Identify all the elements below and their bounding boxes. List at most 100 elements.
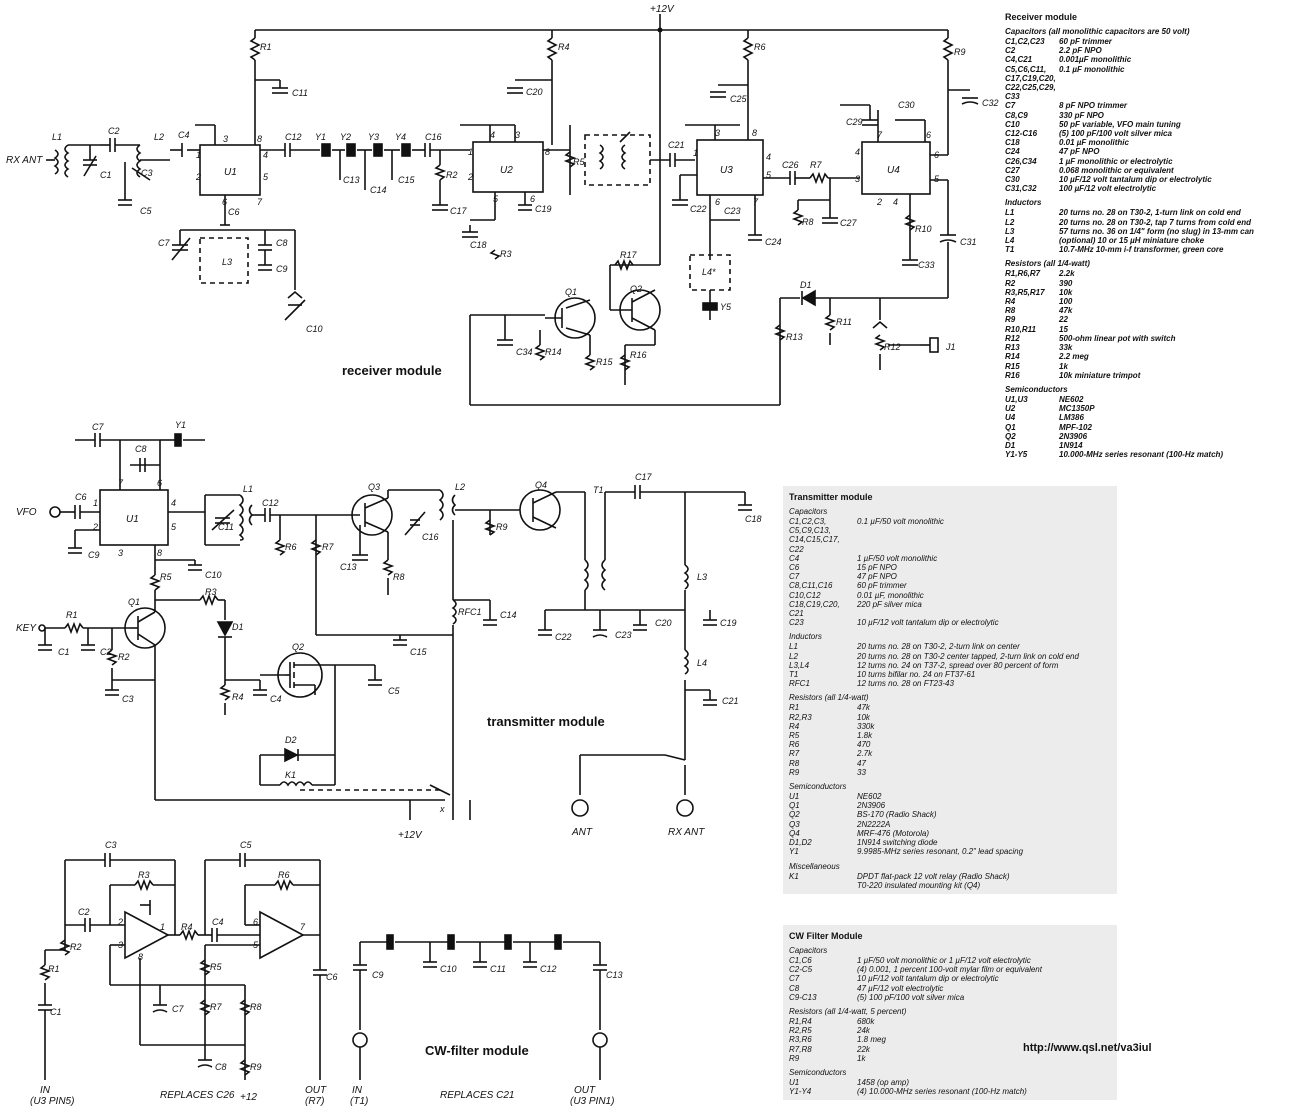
part-value: 390: [1059, 278, 1073, 288]
svg-text:C14: C14: [500, 610, 517, 620]
part-value: 2N3906: [1059, 431, 1088, 441]
parts-row: C4 1 µF/50 volt monolithic: [789, 554, 1111, 563]
part-designator: D1,D2: [789, 838, 812, 848]
svg-text:3: 3: [715, 128, 720, 138]
part-value: 330k: [857, 721, 875, 731]
part-designator: C4: [789, 553, 800, 563]
svg-text:C34: C34: [516, 347, 533, 357]
part-value: BS-170 (Radio Shack): [857, 810, 937, 820]
part-value: 2.2 pF NPO: [1059, 46, 1102, 56]
parts-row: C14,C15,C17,: [789, 535, 1111, 544]
svg-text:K1: K1: [285, 770, 296, 780]
svg-text:C7: C7: [158, 238, 170, 248]
svg-text:R10: R10: [915, 224, 932, 234]
svg-text:C6: C6: [75, 492, 87, 502]
svg-text:4: 4: [263, 150, 268, 160]
svg-text:R8: R8: [250, 1002, 262, 1012]
tx-supply-label: +12V: [398, 830, 423, 841]
svg-text:3: 3: [118, 548, 123, 558]
part-value: 12 turns no. 28 on FT23-43: [857, 679, 954, 689]
part-value: 330 pF NPO: [1059, 110, 1104, 120]
svg-text:C18: C18: [470, 240, 487, 250]
svg-text:C4: C4: [270, 694, 282, 704]
svg-text:C24: C24: [765, 237, 782, 247]
svg-text:R3: R3: [205, 587, 217, 597]
part-designator: C12-C16: [1005, 129, 1038, 139]
svg-text:C3: C3: [105, 840, 117, 850]
part-designator: C8,C11,C16: [789, 581, 833, 591]
svg-text:C20: C20: [655, 618, 672, 628]
part-designator: R7,R8: [789, 1044, 812, 1054]
part-designator: C1,C6: [789, 956, 812, 965]
svg-text:2: 2: [195, 172, 201, 182]
svg-text:Q1: Q1: [565, 287, 577, 297]
parts-section-heading: Semiconductors: [1005, 384, 1068, 394]
part-value: 10.000-MHz series resonant (100-Hz match…: [1059, 450, 1224, 460]
svg-text:L4: L4: [697, 658, 707, 668]
part-designator: R3,R6: [789, 1035, 812, 1045]
part-value: [1059, 92, 1283, 101]
part-value: 1 µF/50 volt monolithic: [857, 553, 938, 563]
svg-text:R9: R9: [496, 522, 508, 532]
part-value: 33k: [1059, 343, 1073, 353]
svg-text:C29: C29: [846, 117, 863, 127]
svg-text:R1: R1: [66, 610, 78, 620]
part-designator: K1: [789, 871, 799, 881]
svg-text:7: 7: [257, 197, 263, 207]
part-designator: R2,R3: [789, 712, 812, 722]
part-designator: R16: [1005, 370, 1020, 380]
part-value: 470: [857, 740, 871, 750]
part-value: 10 turns bifilar no. 24 on FT37-61: [857, 670, 976, 680]
svg-text:C10: C10: [205, 570, 222, 580]
part-designator: T1: [789, 670, 799, 680]
part-designator: U4: [1005, 413, 1016, 423]
svg-text:C22: C22: [555, 632, 572, 642]
svg-text:R7: R7: [210, 1002, 222, 1012]
part-designator: R9: [1005, 315, 1016, 325]
part-value: 20 turns no. 28 on T30-2 center tapped, …: [857, 651, 1079, 661]
svg-text:1: 1: [196, 150, 201, 160]
part-value: 2.2k: [1059, 269, 1075, 279]
cw-in-label: IN: [40, 1085, 51, 1096]
parts-row: C18,C19,C20,220 pF silver mica: [789, 600, 1111, 609]
part-value: T0-220 insulated mounting kit (Q4): [857, 880, 981, 890]
svg-text:C2: C2: [78, 907, 90, 917]
parts-row: C33: [1005, 92, 1283, 101]
part-value: 60 pF trimmer: [1059, 37, 1112, 46]
parts-section-heading: Semiconductors: [789, 1068, 847, 1078]
part-value: 0.068 monolithic or equivalent: [1059, 165, 1174, 175]
svg-text:C15: C15: [398, 175, 416, 185]
svg-text:R14: R14: [545, 347, 562, 357]
part-value: MPF-102: [1059, 422, 1092, 432]
svg-text:4: 4: [893, 197, 898, 207]
xf-replaces-c21-label: REPLACES C21: [440, 1090, 514, 1101]
parts-section-heading: Capacitors: [789, 507, 828, 516]
svg-text:C33: C33: [918, 260, 935, 270]
svg-text:R8: R8: [393, 572, 405, 582]
svg-text:R3: R3: [138, 870, 150, 880]
svg-text:C6: C6: [228, 207, 240, 217]
svg-text:C26: C26: [782, 160, 799, 170]
svg-text:C4: C4: [212, 917, 224, 927]
part-value: (optional) 10 or 15 µH miniature choke: [1059, 236, 1205, 246]
